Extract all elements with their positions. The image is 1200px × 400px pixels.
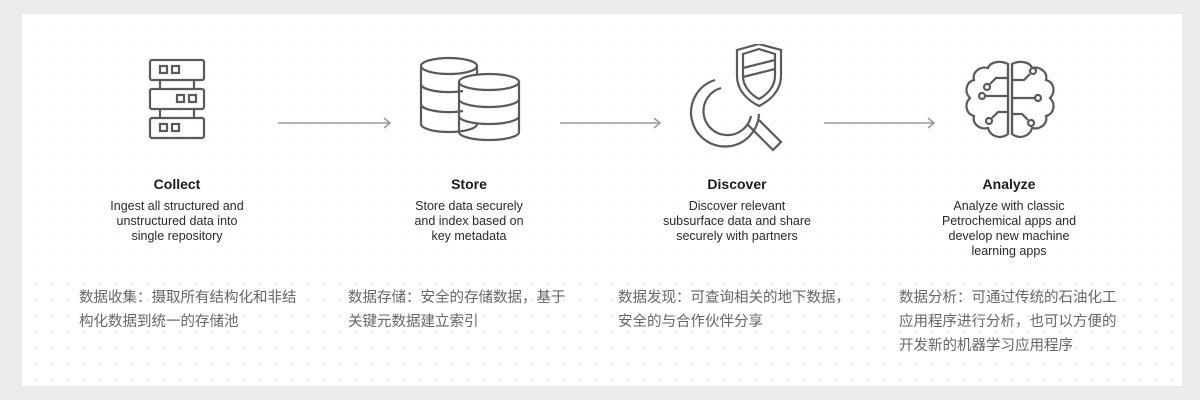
- step-title-discover: Discover: [707, 176, 767, 192]
- cn-desc-collect: 数据收集：摄取所有结构化和非结 构化数据到统一的存储池: [79, 290, 297, 330]
- step-desc-analyze: Analyze with classic Petrochemical apps …: [941, 199, 1077, 258]
- cn-desc-store: 数据存储：安全的存储数据，基于 关键元数据建立索引: [348, 290, 566, 330]
- step-desc-discover: Discover relevant subsurface data and sh…: [662, 199, 812, 243]
- step-title-collect: Collect: [153, 176, 201, 192]
- database-icon: [417, 54, 527, 144]
- server-rack-icon: [146, 56, 208, 142]
- diagram-card: Collect Ingest all structured and unstru…: [22, 14, 1182, 386]
- step-desc-collect: Ingest all structured and unstructured d…: [110, 199, 244, 243]
- step-desc-store: Store data securely and index based on k…: [414, 199, 524, 243]
- cn-desc-discover: 数据发现：可查询相关的地下数据， 安全的与合作伙伴分享: [618, 290, 850, 330]
- brain-circuit-icon: [962, 58, 1058, 142]
- step-title-analyze: Analyze: [982, 176, 1036, 192]
- magnifier-shield-icon: [685, 44, 789, 154]
- flow-arrow: [560, 116, 664, 135]
- english-flow-panel: [22, 14, 1182, 272]
- flow-arrow: [824, 116, 938, 135]
- step-title-store: Store: [451, 176, 487, 192]
- flow-arrow: [278, 116, 394, 135]
- cn-desc-analyze: 数据分析：可通过传统的石油化工 应用程序进行分析，也可以方便的 开发新的机器学习…: [899, 290, 1117, 354]
